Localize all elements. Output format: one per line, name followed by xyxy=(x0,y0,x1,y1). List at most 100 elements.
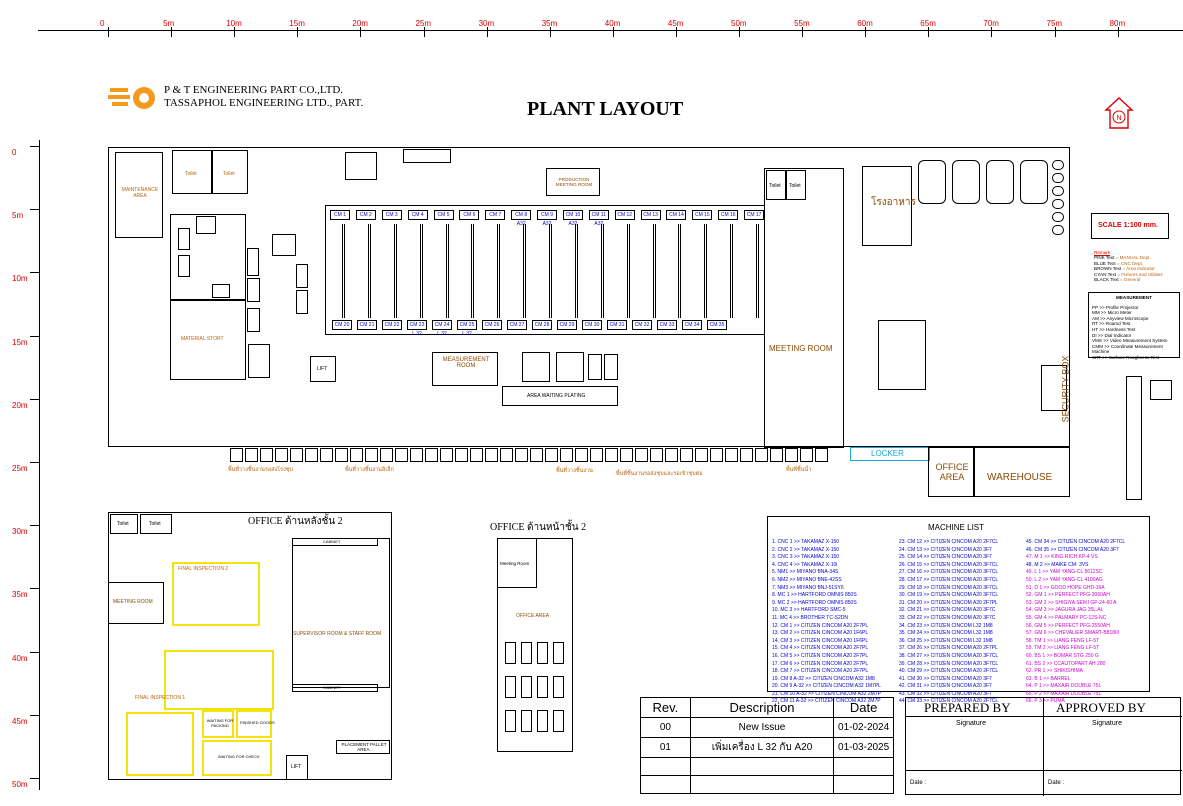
left-ruler-label: 35m xyxy=(12,590,28,600)
machine-cnc4 xyxy=(296,264,308,288)
cm-machine-bottom: CM 22 xyxy=(382,320,402,330)
storage-slot xyxy=(680,448,693,462)
left-ruler-tick xyxy=(30,588,40,590)
cm-lane xyxy=(652,224,656,318)
ruler-tick xyxy=(928,27,930,37)
ruler-label: 0 xyxy=(100,19,105,28)
cm-machine-top: CM 5 xyxy=(433,210,454,220)
inspection-racks xyxy=(126,712,194,776)
cm-machine-bottom: CM 24 L 32 xyxy=(432,320,452,337)
ruler-label: 80m xyxy=(1109,19,1126,28)
left-ruler-tick xyxy=(30,335,40,337)
machine-list-item: 62. PR 1 >> SHIKISHIMA xyxy=(1026,668,1083,675)
office-desk xyxy=(505,676,516,698)
cm-machine-bottom: CM 21 xyxy=(357,320,377,330)
final-inspection-1: FINAL INSPECTION 1 xyxy=(135,695,186,701)
machine-list-item: 7. NM3 >> MIYANO BNJ-51SY6 xyxy=(772,584,844,591)
parking-motorbike xyxy=(1052,160,1064,170)
machine-mn3 xyxy=(248,344,270,378)
machine-list-item: 45. CM 34 >> CITIZEN CINCOM A20 2F7CL xyxy=(1026,539,1126,545)
cm-lane xyxy=(549,224,553,318)
machine-list-item: 53. GM 2 >> SHIGIYA SEIKI GP-24-60 A xyxy=(1026,599,1117,606)
storage-slot xyxy=(665,448,678,462)
machine-list-item: 33. CM 22 >> CITIZEN CINCOM A20 3F7C xyxy=(899,614,996,621)
cm-lane xyxy=(600,224,604,318)
machine-g2 xyxy=(196,216,216,234)
cm-machine-top: CM 15 xyxy=(692,210,713,220)
cm-machine-bottom: CM 28 xyxy=(532,320,552,330)
machine-g6 xyxy=(212,284,230,298)
ruler-label: 5m xyxy=(163,19,175,28)
cm-lane xyxy=(393,224,397,318)
office-desk xyxy=(521,676,532,698)
warehouse: WAREHOUSE xyxy=(974,447,1070,497)
signature-prepared: Signature xyxy=(956,720,986,727)
measurement-row: CMM >> Coordinate Measurement Machine xyxy=(1092,343,1163,355)
toilet-1: Toilet xyxy=(172,150,212,194)
bottom-label-5: พื้นที่ชิ้นน้ำ xyxy=(786,467,812,473)
storage-slot xyxy=(230,448,243,462)
machine-list-item: 6. NM2 >> MIYANO BNE-42SS xyxy=(772,576,842,583)
date-cell: 01-02-2024 xyxy=(833,717,894,738)
cm-lane xyxy=(626,224,630,318)
office-desk xyxy=(537,642,548,664)
machine-list-item: 4. CNC 4 >> TAKAMAZ X-10i xyxy=(772,561,838,568)
cm-lane xyxy=(730,224,734,318)
plant-outline xyxy=(108,147,1070,447)
bottom-label-3: พื้นที่วางชิ้นงาน xyxy=(556,468,593,474)
machine-list-item: 57. GM 6 >> CHEVALIER SMART-B818III xyxy=(1026,630,1120,637)
machine-list-item: 63. B 1 >> BARREL xyxy=(1026,675,1071,682)
left-ruler-tick xyxy=(30,778,40,779)
bottom-label-1: พื้นที่วางชิ้นงานรอส่งโรงชุบ xyxy=(228,467,294,473)
machine-list-item: 32. CM 21 >> CITIZEN CINCOM A20 3F7C xyxy=(899,607,996,614)
storage-slot xyxy=(365,448,378,462)
cabinet-2: CABINET xyxy=(292,684,378,692)
cm-machine-bottom: CM 33 xyxy=(657,320,677,330)
office-desk xyxy=(553,676,564,698)
cm-machine-bottom: CM 20 xyxy=(332,320,352,330)
cm-machine-bottom: CM 30 xyxy=(582,320,602,330)
measurement-row: PP >> Profile Projector xyxy=(1092,304,1139,310)
cm-machine-top: CM 7 xyxy=(485,210,506,220)
page-title: PLANT LAYOUT xyxy=(527,98,684,120)
cabinet-1: CABINET xyxy=(292,538,378,546)
waiting-for-check-bottom: WAITING FOR CHECK xyxy=(202,740,272,776)
supervisor-room: SUPERVISOR ROOM & STAFF ROOM xyxy=(292,538,390,688)
machine-list-item: 39. CM 28 >> CITIZEN CINCOM A20 3F7CL xyxy=(899,660,999,667)
ruler-tick xyxy=(739,27,740,37)
machine-list-item: 1. CNC 1 >> TAKAMAZ X-150 xyxy=(772,539,840,545)
left-ruler-tick xyxy=(30,525,40,527)
prepared-by: PREPARED BY xyxy=(924,700,1011,715)
cm-lane xyxy=(704,224,708,318)
storage-slot xyxy=(695,448,708,462)
ruler-label: 35m xyxy=(541,19,558,28)
machine-cnc1 xyxy=(272,234,296,256)
machine-list-item: 8. MC 1 >> HARTFORD OMNIS 850S xyxy=(772,592,857,599)
cm-lane xyxy=(419,224,423,318)
machine-list-item: 26. CM 15 >> CITIZEN CINCOM A20 3F7CL xyxy=(899,561,999,568)
machine-list-item: 17. CM 6 >> CITIZEN CINCOM A20 2F7PL xyxy=(772,660,869,667)
measurement-row: AM >> Anyview Microscope xyxy=(1092,315,1149,321)
machine-list-item: 28. CM 17 >> CITIZEN CINCOM A20 3F7CL xyxy=(899,576,999,583)
machine-list-item: 61. BS 2 >> CCAUTOPART AH 280 xyxy=(1026,660,1106,667)
bottom-label-4: พื้นที่ชิ้นงานรอส่งชุบและรอเข้าชุบต่อ xyxy=(616,471,703,477)
right-sign-1 xyxy=(1126,376,1142,500)
office-front-title: OFFICE ด้านหน้าชั้น 2 xyxy=(490,522,587,533)
ruler-label: 30m xyxy=(478,19,495,28)
storage-slot xyxy=(575,448,588,462)
left-ruler-tick xyxy=(30,272,40,274)
machine-list-item: 41. CM 30 >> CITIZEN CINCOM A20 3F7 xyxy=(899,675,992,682)
left-ruler-label: 40m xyxy=(12,653,28,663)
desc-cell: เพิ่มเครื่อง L 32 กับ A20 xyxy=(689,737,835,758)
machine-list-item: 34. CM 23 >> CITIZEN CINCOM L32 1M8 xyxy=(899,622,993,629)
machine-mn1 xyxy=(247,278,260,302)
storage-slot xyxy=(770,448,783,462)
machine-list-item: 52. GM 1 >> PERFECT PFG-3060AH xyxy=(1026,592,1110,599)
machine-mc1 xyxy=(522,352,550,382)
measurement-row: VMS >> Video Measurement System xyxy=(1092,338,1168,344)
waiting-for-packing: WAITING FOR PACKING xyxy=(202,710,234,738)
machine-g1 xyxy=(178,255,190,277)
cm-machine-top: CM 11 A32 xyxy=(588,210,609,227)
measurement-row: DI >> Dial Indicator xyxy=(1092,332,1132,338)
